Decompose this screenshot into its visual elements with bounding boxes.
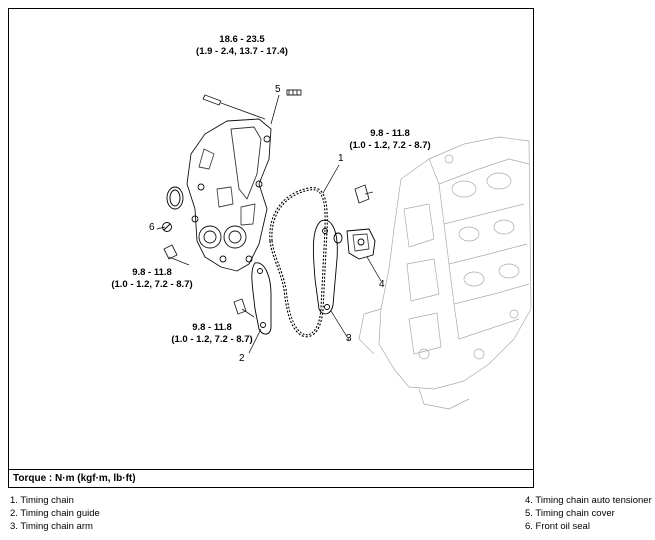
callout-3: 3 [346,333,352,344]
torque-label-tensioner-bolt: 9.8 - 11.8 (1.0 - 1.2, 7.2 - 8.7) [330,128,450,152]
callout-4: 4 [379,279,385,290]
timing-chain-auto-tensioner [346,228,376,260]
guide-bolt [233,298,255,318]
engine-block-outline [358,136,532,410]
cover-side-bolt [163,244,190,266]
cover-bolt-5 [286,89,302,96]
tensioner-o-ring [333,232,343,244]
torque-alt-units: (1.0 - 1.2, 7.2 - 8.7) [349,140,431,151]
legend-item: 5. Timing chain cover [525,508,615,519]
callout-1: 1 [338,153,344,164]
torque-alt-units: (1.0 - 1.2, 7.2 - 8.7) [171,334,253,345]
torque-label-guide-bolt: 9.8 - 11.8 (1.0 - 1.2, 7.2 - 8.7) [152,322,272,346]
legend-item: 4. Timing chain auto tensioner [525,495,652,506]
torque-unit-label: Torque : N·m (kgf·m, lb·ft) [9,469,533,487]
timing-chain [269,187,328,338]
callout-2: 2 [239,353,245,364]
legend-item: 6. Front oil seal [525,521,590,532]
torque-value: 18.6 - 23.5 [219,34,265,45]
torque-label-cover-bolt: 18.6 - 23.5 (1.9 - 2.4, 13.7 - 17.4) [182,34,302,58]
torque-label-cover-side-bolt: 9.8 - 11.8 (1.0 - 1.2, 7.2 - 8.7) [92,267,212,291]
seal-symbol [162,222,172,232]
torque-value: 9.8 - 11.8 [132,267,172,278]
torque-value: 9.8 - 11.8 [370,128,410,139]
timing-chain-arm [312,219,338,315]
torque-alt-units: (1.0 - 1.2, 7.2 - 8.7) [111,279,193,290]
timing-chain-guide [251,262,272,335]
tensioner-bolt [354,184,374,204]
timing-chain-cover [186,118,272,272]
cover-bolt [202,94,266,120]
legend-right: 4. Timing chain auto tensioner 5. Timing… [525,494,652,533]
torque-value: 9.8 - 11.8 [192,322,232,333]
legend-left: 1. Timing chain 2. Timing chain guide 3.… [10,494,100,533]
exploded-view-drawing [156,89,532,410]
legend-item: 2. Timing chain guide [10,508,100,519]
legend-item: 3. Timing chain arm [10,521,93,532]
legend-item: 1. Timing chain [10,495,74,506]
leader-lines [156,94,382,354]
diagram-frame: 18.6 - 23.5 (1.9 - 2.4, 13.7 - 17.4) 9.8… [8,8,534,488]
callout-6: 6 [149,222,155,233]
front-oil-seal [166,186,184,210]
callout-5: 5 [275,84,281,95]
torque-alt-units: (1.9 - 2.4, 13.7 - 17.4) [196,46,288,57]
